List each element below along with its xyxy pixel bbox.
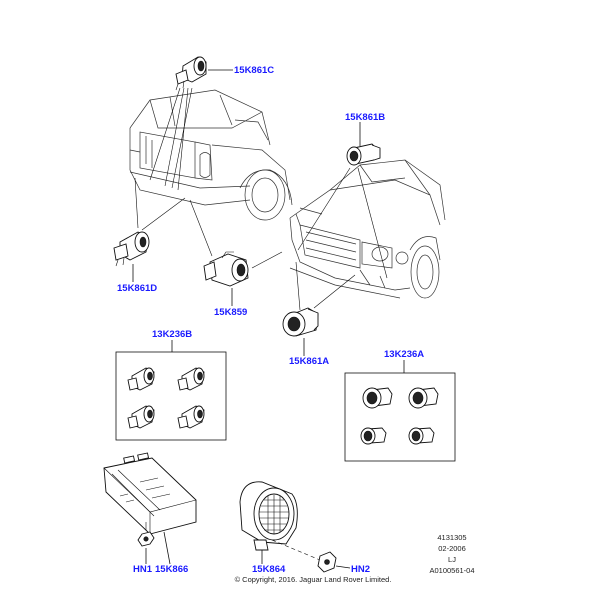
sensor-15k861b[interactable] — [346, 143, 381, 166]
kit-13k236a-sensors — [360, 387, 439, 445]
leaders-15k861a-to-front — [295, 261, 356, 311]
leaders-15k859 — [189, 199, 283, 269]
leaders-15k861c-to-rear — [149, 87, 193, 191]
reference-date: 02-2006 — [438, 544, 466, 553]
sensor-15k859[interactable] — [203, 251, 249, 287]
leader-hn2 — [335, 565, 351, 569]
label-15k861b[interactable]: 15K861B — [345, 112, 385, 123]
reference-model: LJ — [448, 555, 456, 564]
leader-buzzer-to-hn2 — [271, 539, 321, 561]
label-15k864[interactable]: 15K864 — [252, 564, 286, 575]
sensor-15k861c[interactable] — [175, 56, 207, 91]
label-15k861d[interactable]: 15K861D — [117, 283, 157, 294]
nut-hn1[interactable] — [137, 531, 155, 547]
leaders-15k861d-to-rear — [134, 177, 186, 231]
label-13k236a[interactable]: 13K236A — [384, 349, 424, 360]
copyright-notice: © Copyright, 2016. Jaguar Land Rover Lim… — [235, 575, 392, 584]
rear-vehicle-illustration — [129, 89, 293, 221]
buzzer-15k864[interactable] — [239, 481, 298, 551]
label-15k861c[interactable]: 15K861C — [234, 65, 274, 76]
front-vehicle-illustration — [289, 159, 446, 299]
leaders-15k861b-to-front — [297, 167, 388, 279]
label-13k236b[interactable]: 13K236B — [152, 329, 192, 340]
sensor-15k861d[interactable] — [113, 231, 150, 267]
kit-13k236b-box[interactable] — [115, 351, 227, 441]
label-15k866[interactable]: 15K866 — [155, 564, 188, 575]
reference-illustration-id: A0100561-04 — [429, 566, 474, 575]
sensor-15k861a[interactable] — [282, 307, 319, 337]
kit-13k236b-sensors — [127, 367, 205, 429]
control-module-15k866[interactable] — [103, 452, 197, 535]
nut-hn2[interactable] — [317, 551, 337, 573]
label-hn2[interactable]: HN2 — [351, 564, 370, 575]
reference-number: 4131305 — [437, 533, 466, 542]
leader-15k866 — [163, 531, 171, 565]
label-15k861a[interactable]: 15K861A — [289, 356, 329, 367]
reference-block: 4131305 02-2006 LJ A0100561-04 — [429, 533, 474, 575]
label-15k859[interactable]: 15K859 — [214, 307, 247, 318]
kit-13k236a-box[interactable] — [344, 372, 456, 462]
label-hn1[interactable]: HN1 — [133, 564, 153, 575]
